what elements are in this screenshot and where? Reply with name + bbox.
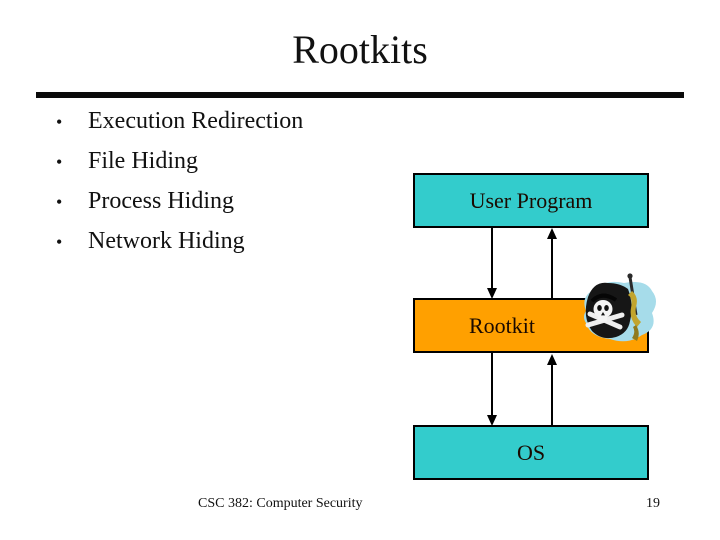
os-box: OS — [413, 425, 649, 480]
bullet-text: Process Hiding — [88, 188, 234, 214]
bullet-text: Execution Redirection — [88, 108, 304, 134]
bullet-list: • Execution Redirection • File Hiding • … — [52, 108, 303, 268]
user-program-box: User Program — [413, 173, 649, 228]
bullet-text: Network Hiding — [88, 228, 245, 254]
arrow-os-to-rootkit — [547, 354, 557, 425]
user-program-label: User Program — [469, 187, 593, 213]
bullet-item: • Network Hiding — [52, 228, 303, 268]
slide-title: Rootkits — [292, 27, 428, 72]
bullet-item: • File Hiding — [52, 148, 303, 188]
bullet-item: • Process Hiding — [52, 188, 303, 228]
bullet-dot-icon: • — [56, 192, 63, 212]
slide-page-number: 19 — [646, 496, 660, 511]
footer-course-label: CSC 382: Computer Security — [198, 496, 363, 511]
bullet-item: • Execution Redirection — [52, 108, 303, 148]
bullet-dot-icon: • — [56, 232, 63, 252]
rootkit-label: Rootkit — [468, 312, 535, 338]
title-underline-rule — [36, 92, 684, 98]
arrow-user-program-to-rootkit — [487, 228, 497, 299]
bullet-dot-icon: • — [56, 112, 63, 132]
os-label: OS — [516, 439, 546, 465]
bullet-text: File Hiding — [88, 148, 199, 174]
rootkit-box: Rootkit — [413, 298, 649, 353]
arrow-rootkit-to-os — [487, 353, 497, 426]
bullet-dot-icon: • — [56, 152, 63, 172]
arrow-rootkit-to-user-program — [547, 228, 557, 298]
